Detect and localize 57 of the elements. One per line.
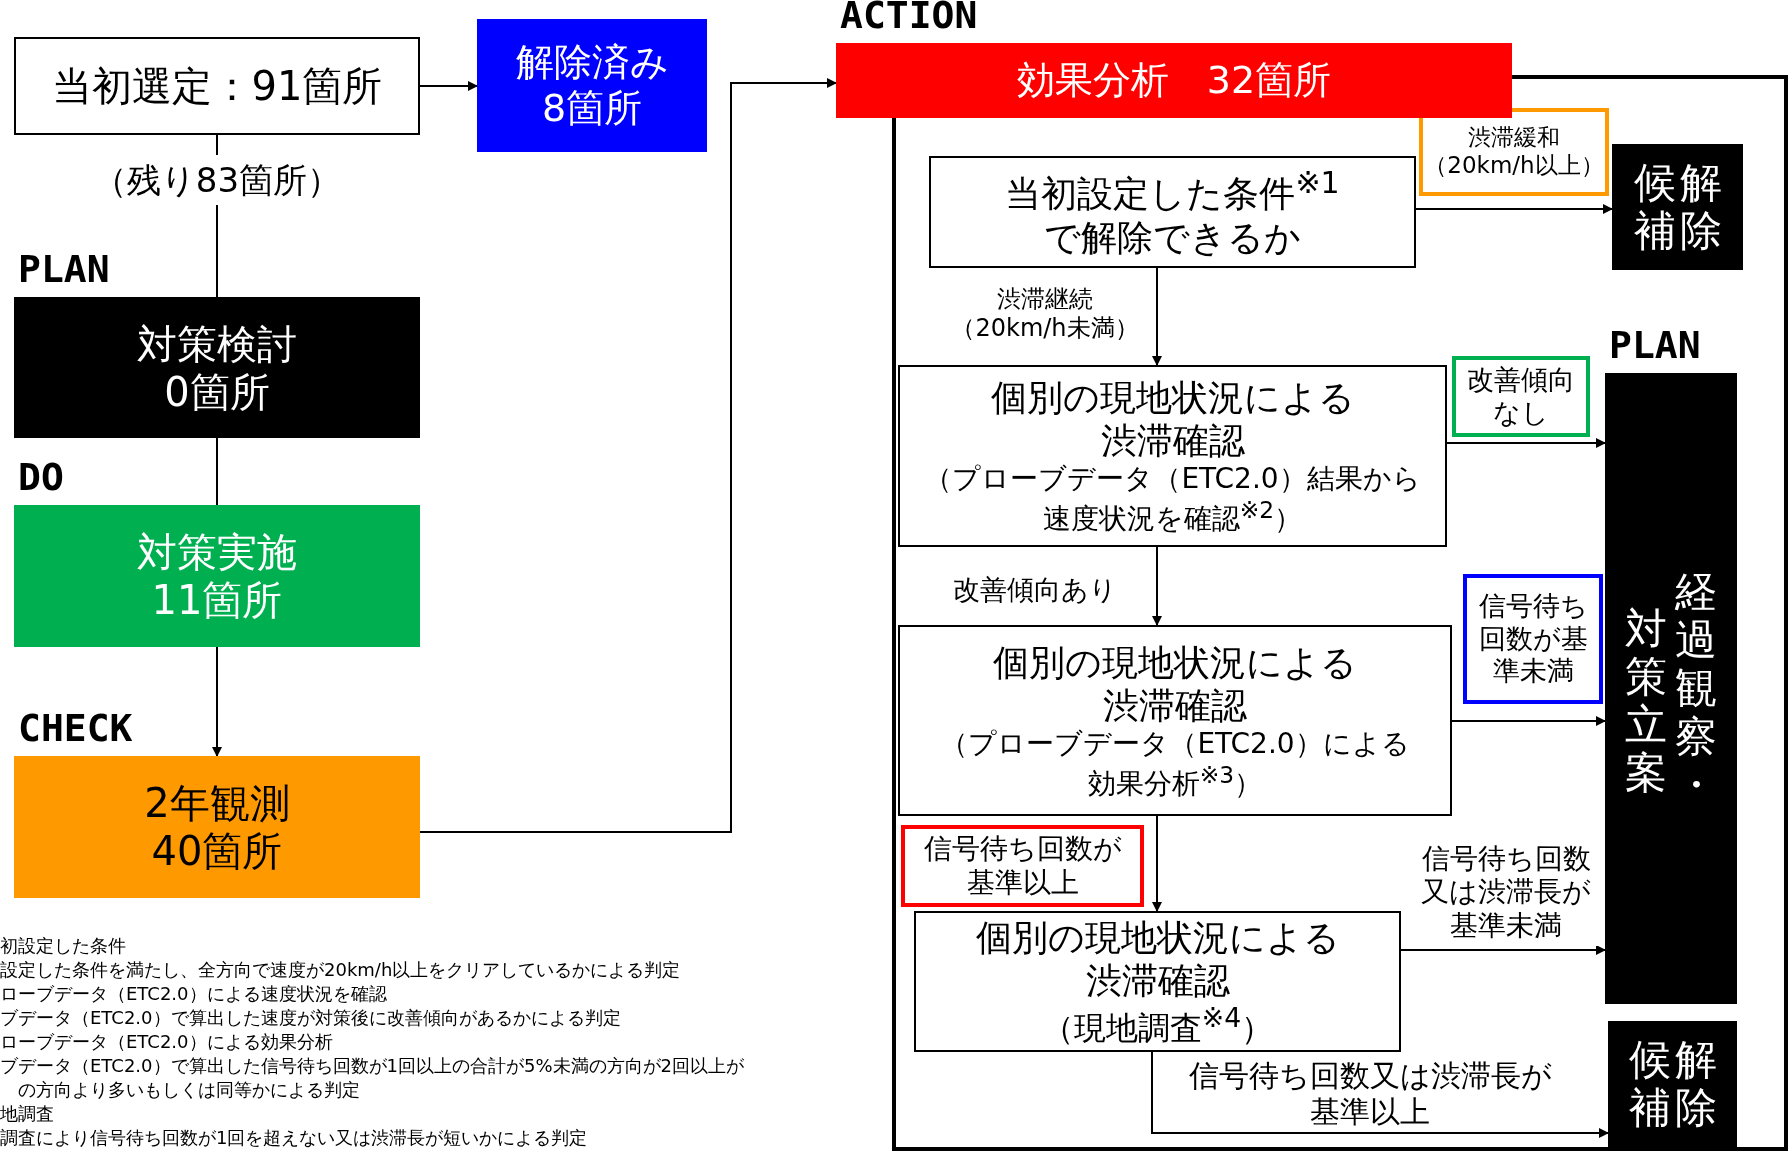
box-text: 解除済み8箇所 bbox=[514, 39, 670, 132]
decision-box bbox=[929, 156, 1416, 268]
arrow bbox=[1415, 204, 1613, 214]
arrow bbox=[419, 78, 837, 833]
edge-label: 渋滞継続（20km/h未満） bbox=[950, 284, 1140, 344]
box-text: 解除候補 bbox=[1632, 158, 1723, 256]
box-text: （現地調査$^{※4}$） bbox=[1040, 1002, 1275, 1048]
box-text: 2年観測40箇所 bbox=[143, 779, 291, 875]
arrow bbox=[1152, 267, 1162, 366]
arrow bbox=[1400, 945, 1606, 955]
stage-label: DO bbox=[18, 455, 64, 499]
process-box bbox=[898, 625, 1452, 816]
footnote-text: 地調査 bbox=[0, 1104, 54, 1124]
box-text: 経過観察・ bbox=[1674, 567, 1718, 810]
stage-label: PLAN bbox=[18, 247, 110, 291]
box-text: 対策立案 bbox=[1624, 604, 1668, 798]
box-text: 対策実施11箇所 bbox=[136, 528, 298, 624]
box-text: 個別の現地状況による渋滞確認 bbox=[974, 915, 1341, 1003]
footnote-text: ローブデータ（ETC2.0）による速度状況を確認 bbox=[0, 984, 387, 1004]
box-text: （プローブデータ（ETC2.0）による効果分析$^{※3}$） bbox=[940, 726, 1410, 801]
arrow bbox=[419, 81, 478, 91]
arrow bbox=[1152, 815, 1162, 912]
process-box bbox=[914, 911, 1401, 1052]
condition-box: 改善傾向なし bbox=[1452, 356, 1590, 437]
footnote-text: 初設定した条件 bbox=[0, 936, 126, 956]
edge-label: 改善傾向あり bbox=[952, 572, 1118, 607]
box-text: 解除候補 bbox=[1627, 1035, 1718, 1133]
arrow bbox=[1451, 716, 1606, 726]
box-text: 個別の現地状況による渋滞確認 bbox=[992, 640, 1358, 727]
result-box bbox=[1608, 1021, 1737, 1147]
footnote-text: ローブデータ（ETC2.0）による効果分析 bbox=[0, 1032, 333, 1052]
condition-box: 信号待ち回数が基準未満 bbox=[1463, 574, 1603, 704]
box-text: 効果分析 32箇所 bbox=[1015, 57, 1333, 104]
status-box bbox=[477, 19, 707, 152]
footnote-text: の方向より多いもしくは同等かによる判定 bbox=[18, 1080, 360, 1100]
box-text: （プローブデータ（ETC2.0）結果から速度状況を確認$^{※2}$） bbox=[923, 462, 1422, 536]
arrow bbox=[1151, 1051, 1609, 1138]
edge-label: 信号待ち回数又は渋滞長が基準以上 bbox=[1187, 1058, 1553, 1130]
box-text: 当初選定：91箇所 bbox=[50, 62, 384, 110]
stage-label: CHECK bbox=[18, 706, 133, 750]
process-box bbox=[14, 37, 420, 135]
footnote-text: 調査により信号待ち回数が1回を超えない又は渋滞長が短いかによる判定 bbox=[0, 1128, 588, 1148]
condition-box: 信号待ち回数が基準以上 bbox=[901, 825, 1144, 907]
arrow bbox=[1152, 546, 1162, 626]
stage-label: PLAN bbox=[1609, 323, 1701, 367]
footnote-text: ブデータ（ETC2.0）で算出した速度が対策後に改善傾向があるかによる判定 bbox=[0, 1008, 621, 1028]
condition-box: 渋滞緩和（20km/h以上） bbox=[1419, 108, 1609, 196]
footnote-text: 設定した条件を満たし、全方向で速度が20km/h以上をクリアしているかによる判定 bbox=[0, 960, 681, 980]
stage-label: ACTION bbox=[840, 0, 978, 37]
box-text: 当初設定した条件$^{※1}$で解除できるか bbox=[1004, 165, 1341, 259]
process-box bbox=[898, 365, 1447, 547]
box-text: 対策検討0箇所 bbox=[136, 319, 298, 416]
box-text: 個別の現地状況による渋滞確認 bbox=[989, 376, 1356, 463]
arrow bbox=[212, 646, 222, 757]
footnote-text: ブデータ（ETC2.0）で算出した信号待ち回数が1回以上の合計が5%未満の方向が2回以上が bbox=[0, 1056, 744, 1076]
arrow bbox=[1446, 438, 1606, 448]
result-box bbox=[1612, 144, 1743, 270]
